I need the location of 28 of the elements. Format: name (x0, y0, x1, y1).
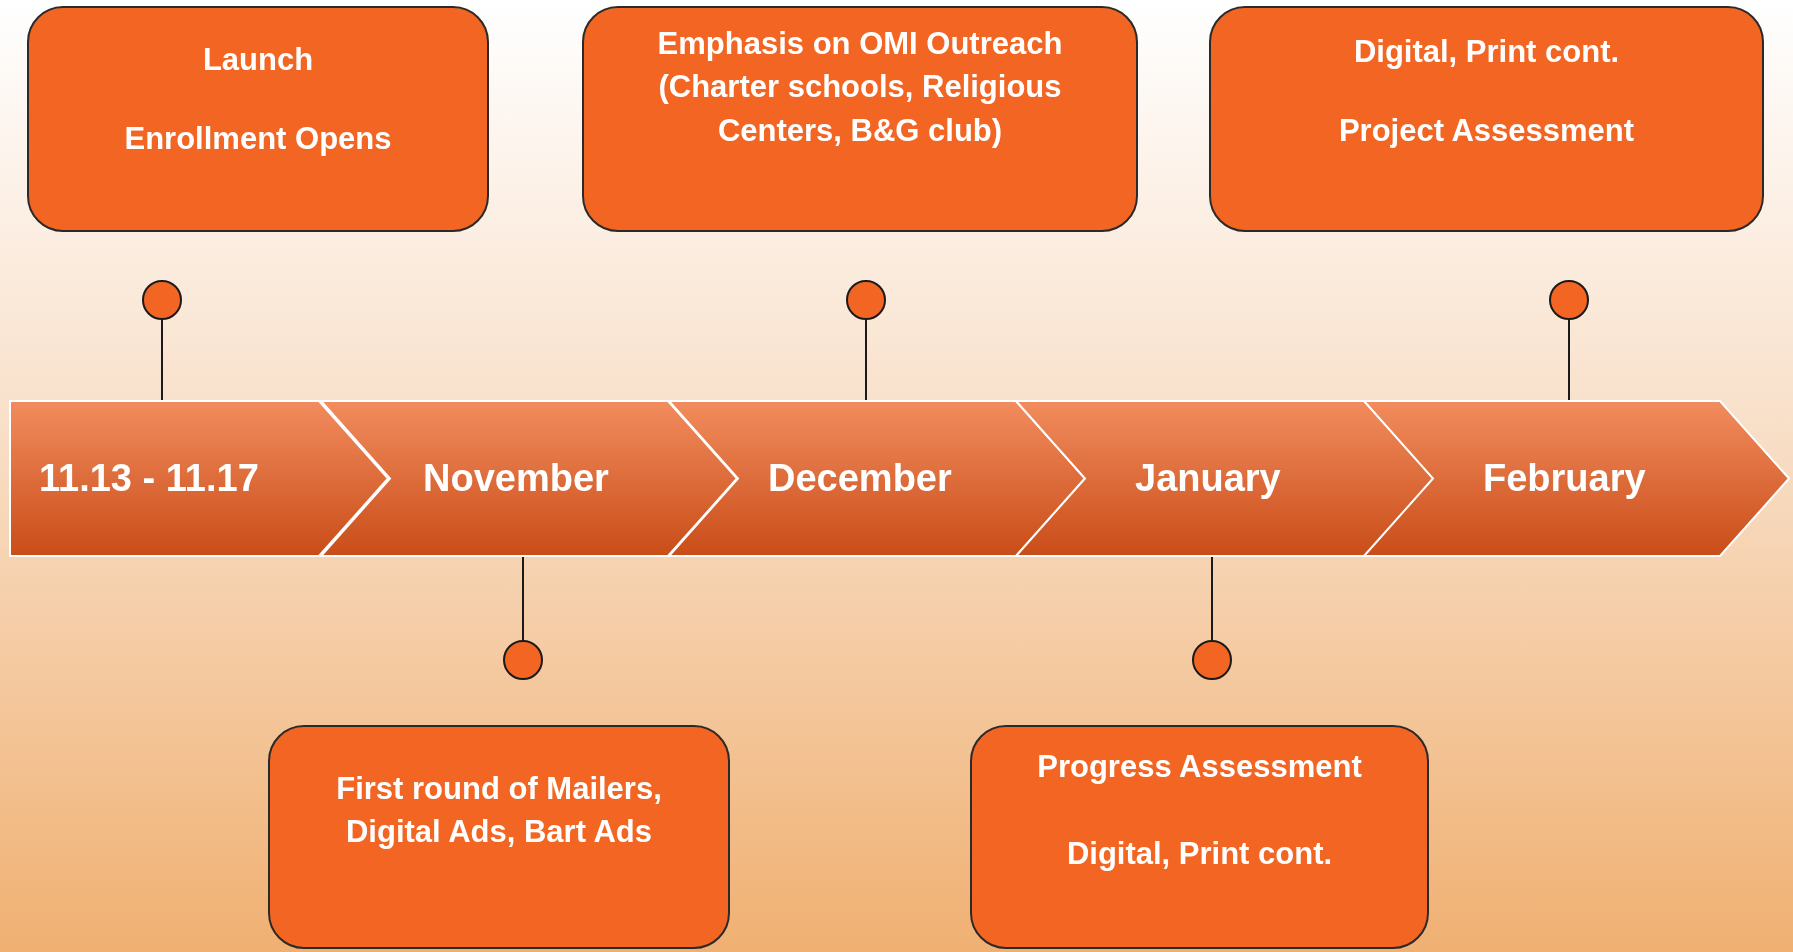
connector-line (161, 319, 163, 401)
callout-box (27, 6, 489, 232)
connector-line (522, 556, 524, 641)
callout-text: Project Assessment (1338, 112, 1635, 151)
milestone-dot (1192, 640, 1232, 680)
connector-line (865, 319, 867, 401)
callout-text: Enrollment Opens (124, 120, 392, 159)
period-label: December (768, 457, 952, 500)
callout-text: Launch (202, 41, 314, 79)
connector-line (1568, 319, 1570, 401)
callout-text: First round of Mailers, Digital Ads, Bart Ads (335, 770, 663, 852)
connector-line (1211, 556, 1213, 641)
callout-box (268, 725, 730, 949)
period-label: February (1483, 457, 1646, 500)
period-label: 11.13 - 11.17 (39, 457, 259, 500)
callout-text: Emphasis on OMI Outreach (Charter schools, Religious Centers, B&G club) (656, 25, 1064, 150)
period-label: January (1135, 457, 1281, 500)
milestone-dot (142, 280, 182, 320)
callout-text: Digital, Print cont. (1066, 835, 1333, 874)
callout-text: Progress Assessment (1037, 748, 1362, 786)
callout-box (1209, 6, 1764, 232)
callout-text: Digital, Print cont. (1353, 33, 1620, 71)
milestone-dot (503, 640, 543, 680)
callout-box (970, 725, 1429, 949)
milestone-dot (1549, 280, 1589, 320)
callout-box (582, 6, 1138, 232)
period-label: November (423, 457, 609, 500)
milestone-dot (846, 280, 886, 320)
